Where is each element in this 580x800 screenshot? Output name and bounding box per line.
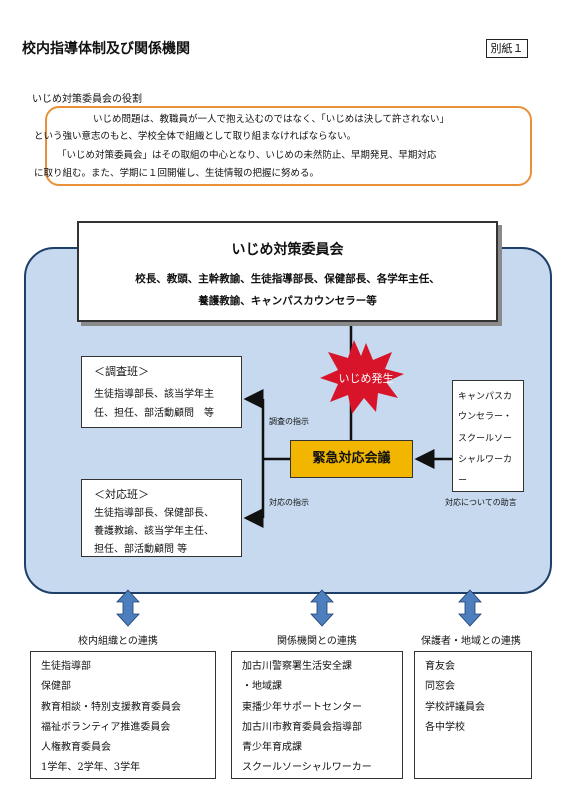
counselor-line: キャンパスカ	[458, 392, 513, 402]
survey-instruction-label: 調査の指示	[269, 417, 309, 426]
committee-members: 校長、教頭、主幹教諭、生徒指導部長、保健部長、各学年主任、	[135, 273, 440, 285]
committee-box: いじめ対策委員会 校長、教頭、主幹教諭、生徒指導部長、保健部長、各学年主任、 養…	[77, 221, 498, 322]
incident-label: いじめ発生	[338, 372, 394, 385]
double-arrow-icon	[116, 589, 140, 627]
attachment-label: 別紙１	[486, 39, 528, 58]
response-team-title: ＜対応班＞	[94, 488, 149, 501]
counselor-line: シャルワーカ	[458, 455, 513, 465]
list-item: 福祉ボランティア推進委員会	[41, 722, 171, 733]
page-title: 校内指導体制及び関係機関	[22, 41, 190, 57]
list-item: 教育相談・特別支援教育委員会	[41, 702, 181, 713]
counselor-line: スクールソー	[458, 434, 513, 444]
list-item: 青少年育成課	[242, 742, 302, 753]
list-item: 加古川警察署生活安全課	[242, 661, 352, 672]
advice-label: 対応についての助言	[445, 498, 517, 507]
response-team-box: ＜対応班＞ 生徒指導部長、保健部長、 養護教諭、該当学年主任、 担任、部活動顧問…	[81, 479, 242, 557]
school-connection-label: 校内組織との連携	[78, 636, 158, 647]
counselor-line: ー	[458, 476, 468, 486]
incident-burst-icon	[320, 340, 404, 414]
list-item: 育友会	[425, 661, 455, 672]
response-instruction-label: 対応の指示	[269, 498, 309, 507]
response-team-line: 生徒指導部長、保健部長、	[94, 508, 214, 519]
list-item: ・地域課	[242, 681, 282, 692]
list-item: 各中学校	[425, 722, 465, 733]
survey-team-line: 生徒指導部長、該当学年主	[94, 389, 214, 400]
list-item: 学校評議員会	[425, 702, 485, 713]
list-item: 加古川市教育委員会指導部	[242, 722, 362, 733]
committee-title: いじめ対策委員会	[231, 242, 344, 258]
response-team-line: 養護教諭、該当学年主任、	[94, 526, 214, 537]
community-box: 育友会 同窓会 学校評議員会 各中学校	[414, 651, 532, 779]
list-item: 生徒指導部	[41, 661, 91, 672]
survey-team-title: ＜調査班＞	[94, 365, 149, 378]
committee-members: 養護教諭、キャンパスカウンセラー等	[198, 295, 377, 307]
role-heading: いじめ対策委員会の役割	[32, 94, 142, 105]
role-line: いじめ問題は、教職員が一人で抱え込むのではなく、「いじめは決して許されない」	[93, 114, 449, 125]
counselor-box: キャンパスカ ウンセラー・ スクールソー シャルワーカ ー	[452, 380, 524, 492]
role-description-box: いじめ問題は、教職員が一人で抱え込むのではなく、「いじめは決して許されない」 と…	[34, 106, 532, 186]
list-item: 東播少年サポートセンター	[242, 702, 362, 713]
survey-team-box: ＜調査班＞ 生徒指導部長、該当学年主 任、担任、部活動顧問 等	[81, 356, 242, 428]
list-item: スクールソーシャルワーカー	[242, 762, 372, 773]
role-line: に取り組む。また、学期に１回開催し、生徒情報の把握に努める。	[34, 168, 320, 179]
school-organization-box: 生徒指導部 保健部 教育相談・特別支援教育委員会 福祉ボランティア推進委員会 人…	[30, 651, 216, 779]
list-item: 人権教育委員会	[41, 742, 111, 753]
list-item: 1学年、2学年、3学年	[41, 762, 141, 773]
survey-team-line: 任、担任、部活動顧問 等	[94, 408, 214, 419]
list-item: 同窓会	[425, 681, 455, 692]
double-arrow-icon	[310, 589, 334, 627]
counselor-line: ウンセラー・	[458, 412, 513, 422]
related-agencies-box: 加古川警察署生活安全課 ・地域課 東播少年サポートセンター 加古川市教育委員会指…	[231, 651, 403, 779]
emergency-meeting-box: 緊急対応会議	[290, 440, 413, 478]
list-item: 保健部	[41, 681, 71, 692]
agency-connection-label: 関係機関との連携	[277, 636, 357, 647]
double-arrow-icon	[458, 589, 482, 627]
role-line: 「いじめ対策委員会」はその取組の中心となり、いじめの未然防止、早期発見、早期対応	[57, 150, 437, 161]
community-connection-label: 保護者・地域との連携	[421, 636, 521, 647]
response-team-line: 担任、部活動顧問 等	[94, 544, 188, 555]
role-line: という強い意志のもと、学校全体で組織として取り組まなければならない。	[34, 131, 357, 142]
